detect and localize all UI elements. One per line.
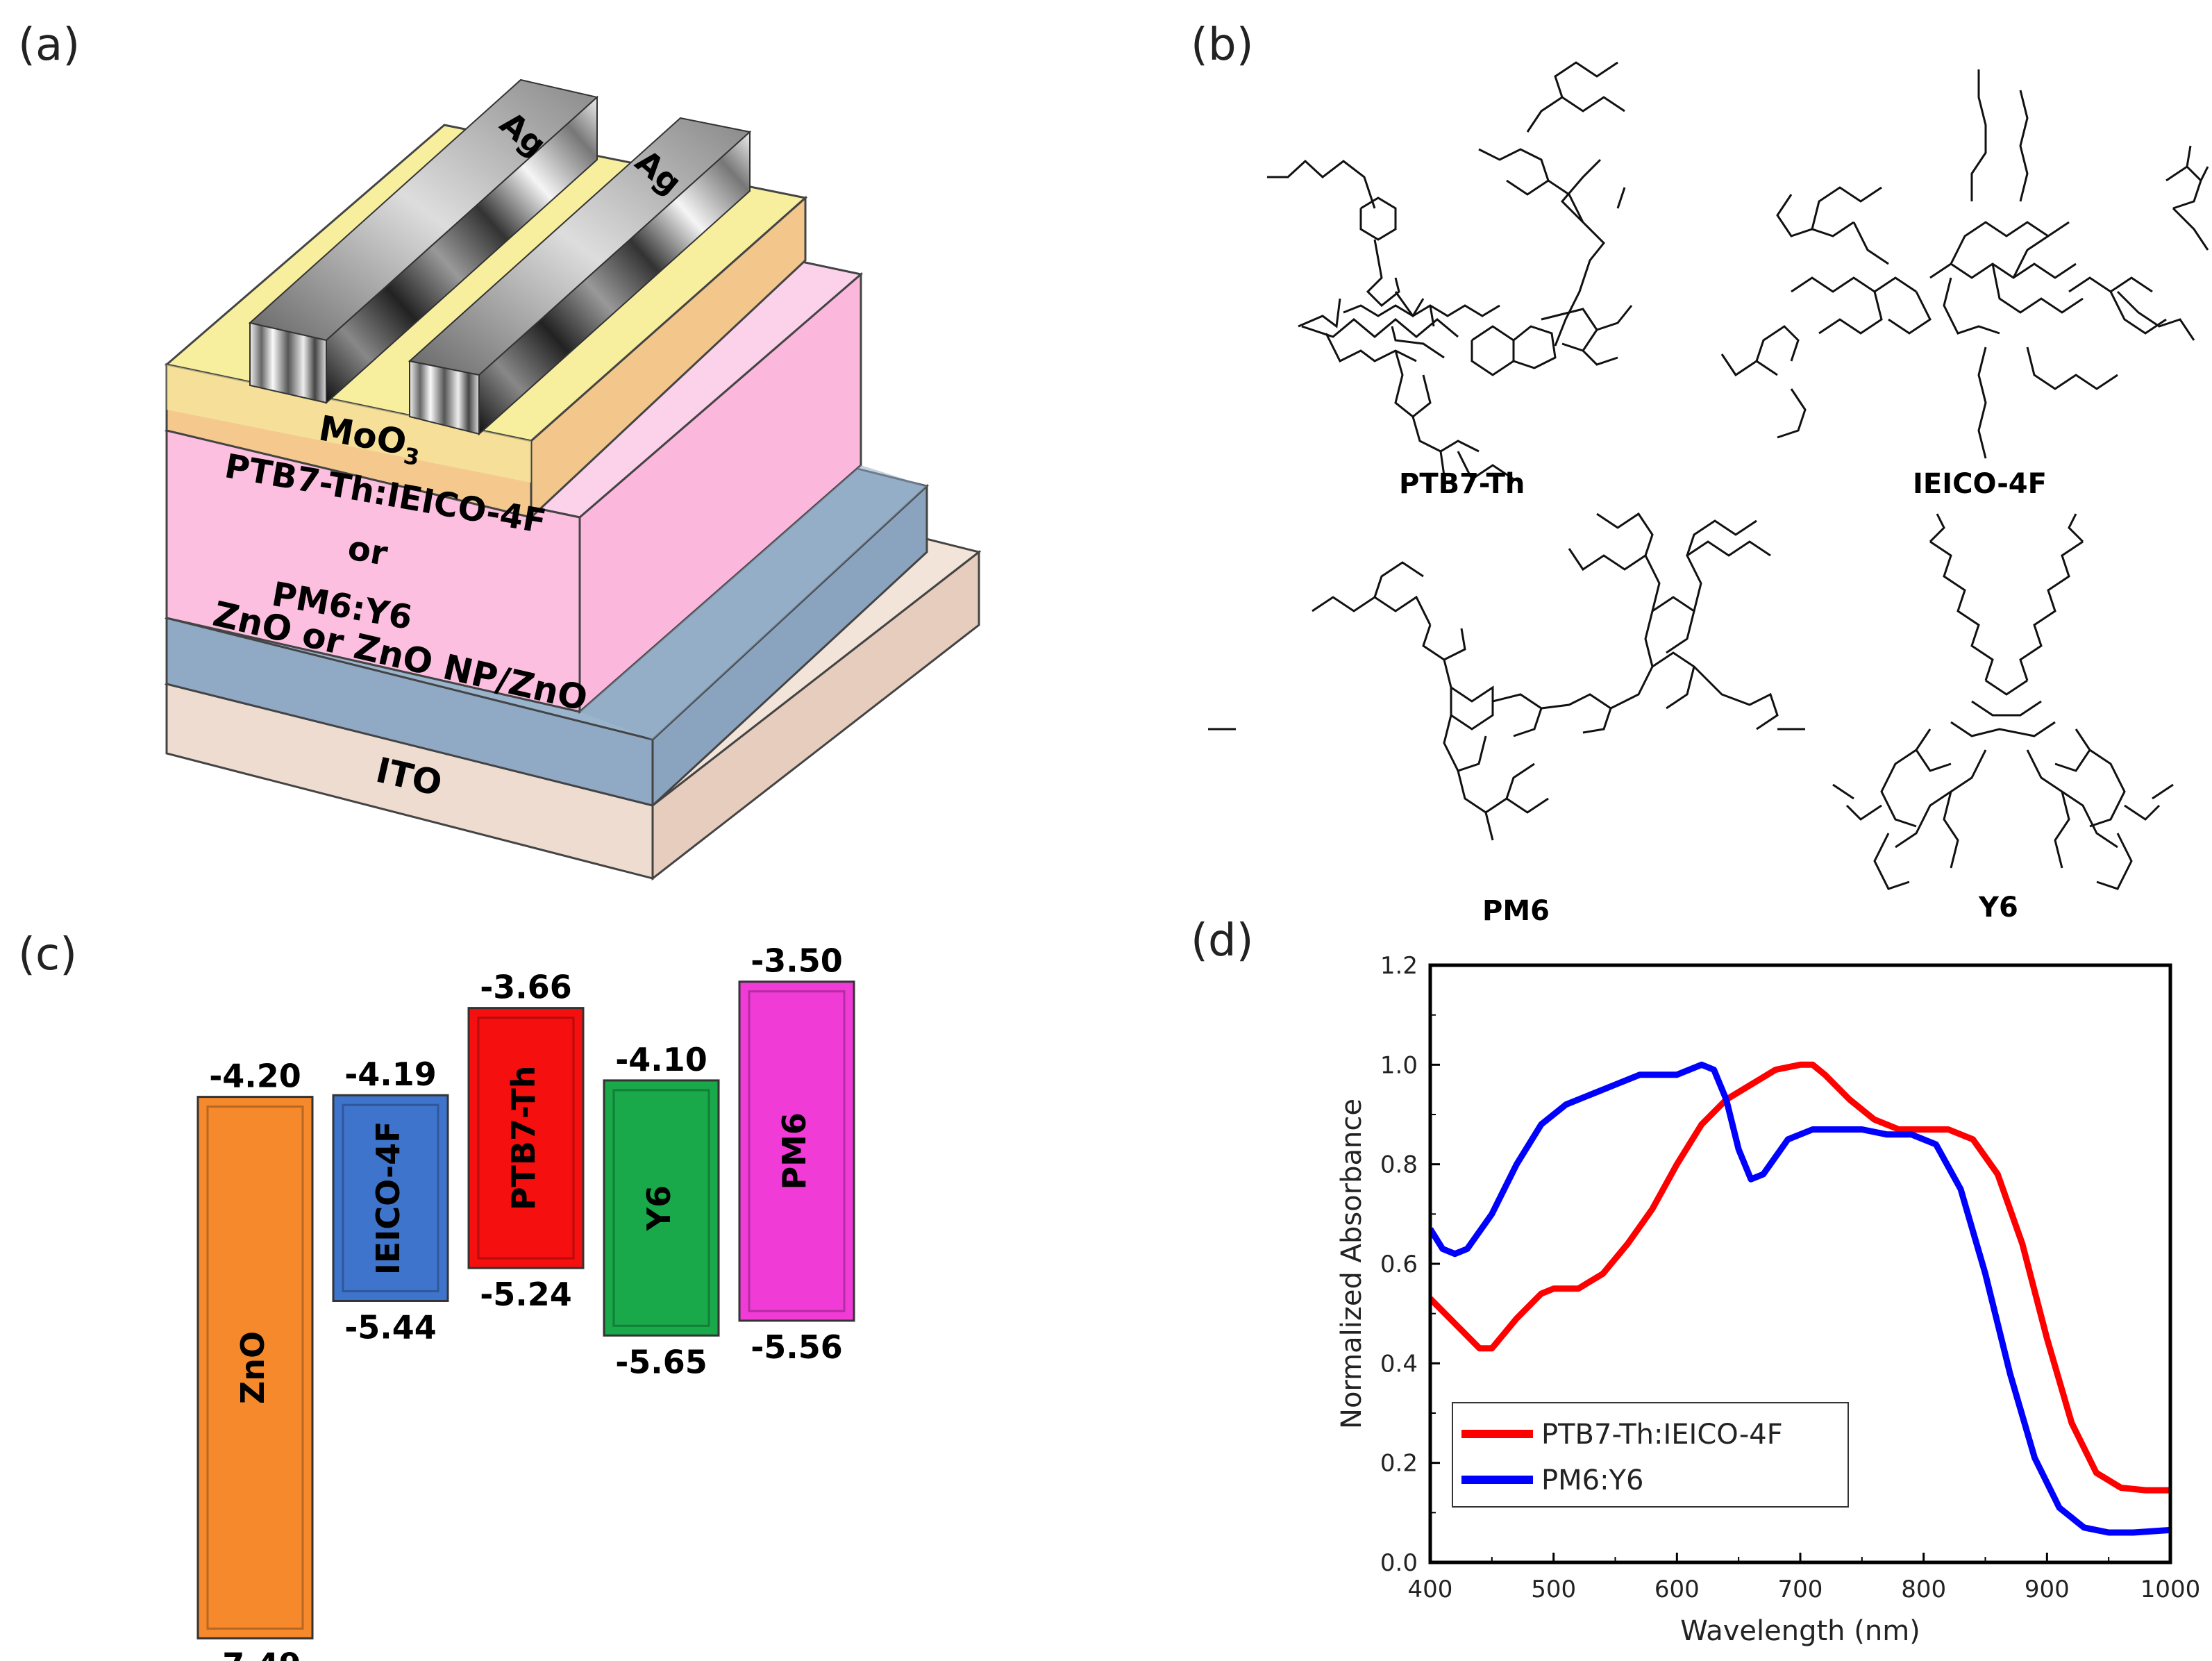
y-tick-label: 0.0 <box>1380 1549 1418 1577</box>
homo-label: -7.49 <box>209 1646 301 1661</box>
energy-bar-name: IEICO-4F <box>369 1121 407 1275</box>
y-tick-label: 0.2 <box>1380 1450 1418 1478</box>
energy-bar-name: PM6 <box>776 1112 813 1190</box>
lumo-label: -4.10 <box>615 1041 707 1078</box>
y-axis-label: Normalized Absorbance <box>1336 1099 1368 1429</box>
panel-label-a: (a) <box>18 19 81 71</box>
panel-label-b: (b) <box>1191 19 1254 71</box>
homo-label: -5.24 <box>480 1276 572 1313</box>
energy-bar-inner <box>206 1105 304 1630</box>
y-tick-label: 0.4 <box>1380 1350 1418 1378</box>
energy-bar-zno: ZnO -4.20 -7.49 <box>196 1058 314 1661</box>
ieico-4f-name: IEICO-4F <box>1913 468 2047 500</box>
x-tick-label: 800 <box>1901 1576 1946 1603</box>
legend: PTB7-Th:IEICO-4F PM6:Y6 <box>1452 1402 1849 1508</box>
legend-label: PM6:Y6 <box>1541 1464 1643 1496</box>
panel-label-c: (c) <box>18 929 78 980</box>
x-tick-label: 600 <box>1654 1576 1700 1603</box>
energy-bar-inner <box>748 990 846 1312</box>
device-structure-diagram: Ag Ag MoO3 PTB7-Th:IEICO-4F or PM6:Y6 Zn… <box>164 78 982 881</box>
ieico-4f-structure <box>1720 69 2209 459</box>
y-tick-label: 0.6 <box>1380 1251 1418 1278</box>
energy-bar-ieico-4f: IEICO-4F -4.19 -5.44 <box>332 1055 449 1346</box>
lumo-label: -3.66 <box>480 969 572 1006</box>
series-line-1 <box>1430 1061 2170 1494</box>
ag-electrode-2 <box>408 117 752 436</box>
pm6-structure <box>1208 512 1805 841</box>
energy-bar-inner <box>612 1089 710 1327</box>
energy-bar-pm6: PM6 -3.50 -5.56 <box>738 942 855 1366</box>
y-tick-label: 1.0 <box>1380 1051 1418 1079</box>
legend-box <box>1452 1402 1849 1508</box>
y-tick-label: 1.2 <box>1380 952 1418 980</box>
energy-bar-y6: Y6 -4.10 -5.65 <box>603 1041 720 1380</box>
homo-label: -5.65 <box>615 1343 707 1380</box>
energy-bar-inner <box>342 1103 439 1292</box>
legend-label: PTB7-Th:IEICO-4F <box>1541 1419 1783 1451</box>
lumo-label: -3.50 <box>751 942 843 980</box>
energy-bar-ptb7-th: PTB7-Th -3.66 -5.24 <box>467 969 585 1313</box>
x-axis-label: Wavelength (nm) <box>1680 1615 1920 1647</box>
panel-label-d: (d) <box>1191 915 1254 967</box>
x-tick-label: 400 <box>1408 1576 1453 1603</box>
energy-bar-name: PTB7-Th <box>505 1066 542 1211</box>
series-line-2 <box>1430 1061 2170 1536</box>
homo-label: -5.56 <box>751 1328 843 1366</box>
homo-label: -5.44 <box>344 1308 437 1346</box>
energy-bar-name: ZnO <box>234 1331 271 1404</box>
y-tick-label: 0.8 <box>1380 1151 1418 1179</box>
x-tick-label: 1000 <box>2140 1576 2201 1603</box>
lumo-label: -4.20 <box>209 1058 301 1095</box>
x-tick-label: 900 <box>2025 1576 2070 1603</box>
y6-name: Y6 <box>1978 892 2018 924</box>
energy-level-diagram: ZnO -4.20 -7.49 IEICO-4F -4.19 -5.44 PTB7-Th -3… <box>196 942 855 1661</box>
x-tick-label: 500 <box>1531 1576 1576 1603</box>
x-tick-label: 700 <box>1778 1576 1823 1603</box>
energy-bar-name: Y6 <box>640 1185 678 1231</box>
ptb7-th-name: PTB7-Th <box>1399 468 1525 500</box>
pm6-name: PM6 <box>1482 895 1550 927</box>
ptb7-th-structure <box>1267 61 1633 481</box>
lumo-label: -4.19 <box>344 1055 437 1093</box>
absorbance-chart: 400 500 600 700 800 900 1000 0.0 0.2 0.4 0.6 0.8 1.0… <box>1336 952 2201 1647</box>
active-layer-label-2: or <box>345 528 391 574</box>
energy-bar-inner <box>477 1017 575 1260</box>
y6-structure <box>1832 513 2174 890</box>
ag-electrode-1 <box>248 78 599 405</box>
chemical-structures: PTB7-Th IEICO-4F PM6 Y6 <box>1208 61 2209 927</box>
